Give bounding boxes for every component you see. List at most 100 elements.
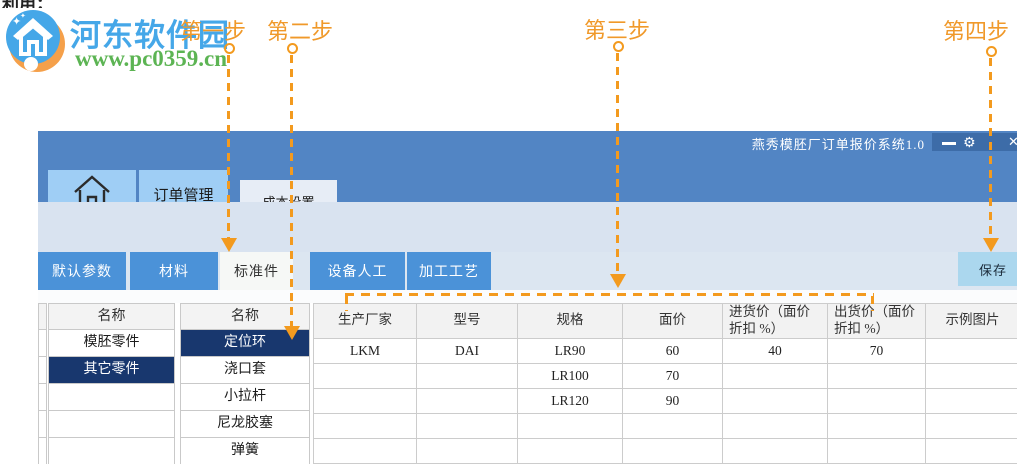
list-item[interactable]: 模胚零件 <box>48 330 175 357</box>
nav-band: 订单管理 成本设置 <box>38 151 1017 222</box>
grid-cell[interactable] <box>925 362 1017 389</box>
category-list: 名称模胚零件其它零件 <box>48 303 175 464</box>
edge-cell <box>38 411 47 438</box>
grid-cell[interactable]: 40 <box>722 337 828 364</box>
step-4-label: 第四步 <box>943 19 1010 44</box>
step-1-dot <box>224 43 235 54</box>
step-3-label: 第三步 <box>584 18 651 43</box>
grid-cell[interactable] <box>517 412 623 439</box>
grid-cell[interactable]: 70 <box>827 337 926 364</box>
toolbar: 默认参数 材料 标准件 设备人工 加工工艺 保存 <box>38 252 1017 290</box>
list-header: 名称 <box>180 303 310 330</box>
grid-cell[interactable] <box>827 412 926 439</box>
grid-cell[interactable] <box>722 387 828 414</box>
step-4-arrow-icon <box>983 238 999 252</box>
tab-standard-parts[interactable]: 标准件 <box>220 252 293 290</box>
title-bar: 燕秀模胚厂订单报价系统1.0 <box>38 131 1017 152</box>
tab-equipment-labor[interactable]: 设备人工 <box>310 252 405 290</box>
step-3-span-line <box>345 293 874 296</box>
settings-gear-icon[interactable]: ⚙ <box>963 135 976 151</box>
step-3-right-tick <box>871 296 874 311</box>
grid-cell[interactable] <box>925 437 1017 464</box>
window-title: 燕秀模胚厂订单报价系统1.0 <box>751 137 925 152</box>
close-button[interactable]: ✕ <box>1008 135 1017 150</box>
grid-cell[interactable] <box>313 362 417 389</box>
column-header: 生产厂家 <box>313 303 417 339</box>
step-2-label: 第二步 <box>267 19 334 44</box>
grid-cell[interactable] <box>416 437 518 464</box>
grid-cell[interactable]: LR120 <box>517 387 623 414</box>
grid-cell[interactable] <box>622 437 723 464</box>
grid-cell[interactable] <box>416 387 518 414</box>
minimize-button[interactable] <box>942 142 956 145</box>
grid-cell[interactable] <box>722 437 828 464</box>
standard-parts-grid: 生产厂家型号规格面价进货价（面价折扣 %）出货价（面价折扣 %）示例图片 LKM… <box>313 303 1017 464</box>
part-list: 名称定位环浇口套小拉杆尼龙胶塞弹簧 <box>180 303 310 464</box>
tab-materials[interactable]: 材料 <box>130 252 218 290</box>
step-1-label: 第一步 <box>180 19 247 44</box>
spacer-band <box>38 202 1017 252</box>
column-header: 出货价（面价折扣 %） <box>827 303 926 339</box>
edge-cell <box>38 303 47 330</box>
step-3-arrow-icon <box>610 274 626 288</box>
list-item[interactable] <box>48 438 175 464</box>
list-item[interactable] <box>48 411 175 438</box>
step-2-arrow-icon <box>284 326 300 340</box>
list-item[interactable]: 尼龙胶塞 <box>180 411 310 438</box>
grid-cell[interactable] <box>517 437 623 464</box>
tab-default-params[interactable]: 默认参数 <box>38 252 126 290</box>
app-window: 燕秀模胚厂订单报价系统1.0 ⚙ ✕ 订单管理 成本设置 默认参数 材料 <box>38 131 1017 464</box>
grid-cell[interactable]: DAI <box>416 337 518 364</box>
column-header: 型号 <box>416 303 518 339</box>
save-button[interactable]: 保存 <box>958 252 1017 286</box>
grid-cell[interactable]: LR90 <box>517 337 623 364</box>
step-4-dot <box>986 46 997 57</box>
grid-cell[interactable] <box>827 387 926 414</box>
site-name: 河东软件园 <box>70 18 230 53</box>
grid-cell[interactable] <box>925 337 1017 364</box>
edge-column <box>38 303 47 464</box>
list-item[interactable]: 浇口套 <box>180 357 310 384</box>
content-area: 名称模胚零件其它零件 名称定位环浇口套小拉杆尼龙胶塞弹簧 生产厂家型号规格面价进… <box>38 303 1017 464</box>
grid-cell[interactable]: LR100 <box>517 362 623 389</box>
grid-cell[interactable] <box>622 412 723 439</box>
edge-cell <box>38 438 47 464</box>
grid-cell[interactable] <box>925 387 1017 414</box>
edge-cell <box>38 330 47 357</box>
grid-cell[interactable] <box>827 362 926 389</box>
grid-cell[interactable] <box>925 412 1017 439</box>
grid-cell[interactable]: 90 <box>622 387 723 414</box>
grid-cell[interactable]: LKM <box>313 337 417 364</box>
column-header: 进货价（面价折扣 %） <box>722 303 828 339</box>
list-header: 名称 <box>48 303 175 330</box>
grid-cell[interactable] <box>313 412 417 439</box>
step-3-left-tick <box>345 296 348 311</box>
step-1-line <box>227 55 230 238</box>
grid-cell[interactable] <box>313 437 417 464</box>
tab-machining-process[interactable]: 加工工艺 <box>407 252 491 290</box>
clipped-tutorial-text: 利用； <box>2 0 82 8</box>
grid-cell[interactable] <box>722 362 828 389</box>
grid-cell[interactable] <box>722 412 828 439</box>
grid-cell[interactable] <box>313 387 417 414</box>
grid-cell[interactable] <box>416 362 518 389</box>
list-item[interactable] <box>48 384 175 411</box>
list-item[interactable]: 弹簧 <box>180 438 310 464</box>
grid-cell[interactable] <box>827 437 926 464</box>
edge-cell <box>38 357 47 384</box>
list-item[interactable]: 其它零件 <box>48 357 175 384</box>
site-logo-icon: ✦ ✦ <box>4 9 68 80</box>
svg-text:✦: ✦ <box>12 16 21 28</box>
table-row <box>313 437 1017 464</box>
window-controls: ⚙ ✕ <box>932 133 1017 155</box>
list-item[interactable]: 小拉杆 <box>180 384 310 411</box>
grid-cell[interactable]: 60 <box>622 337 723 364</box>
column-header: 面价 <box>622 303 723 339</box>
grid-cell[interactable] <box>416 412 518 439</box>
column-header: 示例图片 <box>925 303 1017 339</box>
grid-cell[interactable]: 70 <box>622 362 723 389</box>
step-3-dot <box>613 41 624 52</box>
